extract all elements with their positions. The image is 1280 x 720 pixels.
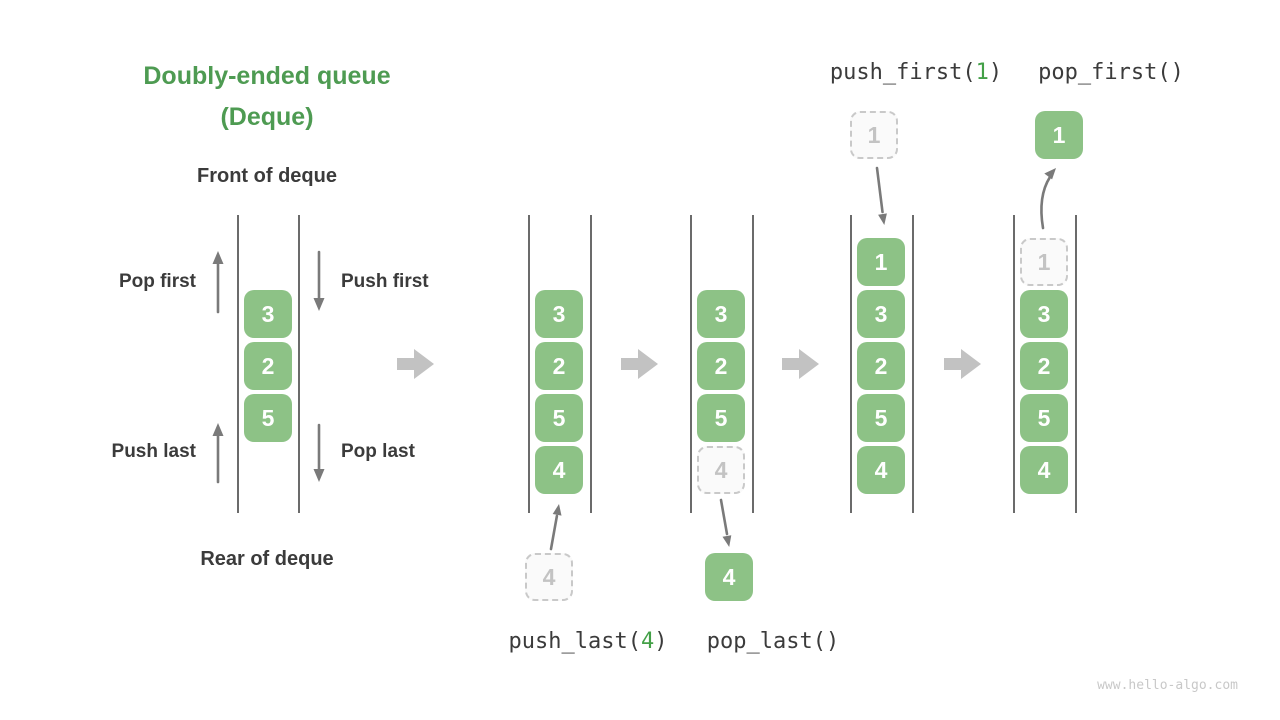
pop-first-code-label: pop_first() bbox=[1030, 60, 1192, 85]
queue-cell: 4 bbox=[857, 446, 905, 494]
queue-cell: 5 bbox=[244, 394, 292, 442]
queue-cell: 3 bbox=[697, 290, 745, 338]
queue-cell: 2 bbox=[697, 342, 745, 390]
step1-queue-right-wall bbox=[590, 215, 592, 513]
watermark: www.hello-algo.com bbox=[1097, 678, 1238, 693]
front-of-deque-label: Front of deque bbox=[197, 165, 337, 187]
queue-cell: 5 bbox=[535, 394, 583, 442]
pop-last-output-cell: 4 bbox=[705, 553, 753, 601]
push-first-code-label: push_first(1) bbox=[823, 60, 1009, 85]
example-queue-left-wall bbox=[237, 215, 239, 513]
queue-cell-ghost: 4 bbox=[697, 446, 745, 494]
queue-cell: 2 bbox=[1020, 342, 1068, 390]
pop-last-step-arrow-icon bbox=[719, 498, 732, 547]
example-queue-right-wall bbox=[298, 215, 300, 513]
step2-queue-right-wall bbox=[752, 215, 754, 513]
queue-cell: 4 bbox=[535, 446, 583, 494]
push-first-arrow-icon bbox=[313, 250, 325, 311]
pop-last-code-label: pop_last() bbox=[703, 629, 843, 654]
transition-arrow-icon bbox=[944, 349, 981, 379]
queue-cell: 3 bbox=[1020, 290, 1068, 338]
transition-arrow-icon bbox=[782, 349, 819, 379]
step3-queue-left-wall bbox=[850, 215, 852, 513]
push-last-step-arrow-icon bbox=[549, 504, 562, 551]
push-first-label: Push first bbox=[341, 271, 429, 292]
step2-queue-left-wall bbox=[690, 215, 692, 513]
push-last-label: Push last bbox=[111, 441, 196, 462]
push-first-input-cell: 1 bbox=[850, 111, 898, 159]
step4-queue-left-wall bbox=[1013, 215, 1015, 513]
code-arg: 1 bbox=[975, 60, 989, 85]
queue-cell: 5 bbox=[697, 394, 745, 442]
queue-cell-ghost: 1 bbox=[1020, 238, 1068, 286]
code-text: ) bbox=[654, 629, 668, 654]
pop-first-arrow-icon bbox=[212, 251, 224, 314]
queue-cell: 2 bbox=[535, 342, 583, 390]
code-text: pop_first() bbox=[1038, 60, 1184, 85]
push-last-arrow-icon bbox=[212, 423, 224, 484]
pop-last-label: Pop last bbox=[341, 441, 415, 462]
queue-cell: 1 bbox=[857, 238, 905, 286]
queue-cell: 3 bbox=[535, 290, 583, 338]
push-first-step-arrow-icon bbox=[875, 166, 887, 225]
push-last-code-label: push_last(4) bbox=[502, 629, 674, 654]
step1-queue-left-wall bbox=[528, 215, 530, 513]
pop-last-arrow-icon bbox=[313, 423, 325, 482]
queue-cell: 4 bbox=[1020, 446, 1068, 494]
push-last-input-cell: 4 bbox=[525, 553, 573, 601]
pop-first-step-arrow-icon bbox=[1040, 168, 1056, 230]
transition-arrow-icon bbox=[621, 349, 658, 379]
code-text: pop_last() bbox=[706, 629, 840, 654]
code-arg: 4 bbox=[640, 629, 655, 654]
pop-first-label: Pop first bbox=[118, 271, 196, 292]
code-text: ) bbox=[988, 60, 1003, 85]
queue-cell: 2 bbox=[244, 342, 292, 390]
title-line2: (Deque) bbox=[220, 103, 314, 131]
pop-first-output-cell: 1 bbox=[1035, 111, 1083, 159]
transition-arrow-icon bbox=[397, 349, 434, 379]
code-text: push_first( bbox=[829, 60, 976, 85]
diagram-title: Doubly-ended queue (Deque) bbox=[87, 56, 447, 138]
title-line1: Doubly-ended queue bbox=[143, 62, 391, 90]
step3-queue-right-wall bbox=[912, 215, 914, 513]
rear-of-deque-label: Rear of deque bbox=[200, 548, 334, 570]
step4-queue-right-wall bbox=[1075, 215, 1077, 513]
queue-cell: 5 bbox=[857, 394, 905, 442]
queue-cell: 5 bbox=[1020, 394, 1068, 442]
code-text: push_last( bbox=[508, 629, 641, 654]
queue-cell: 3 bbox=[244, 290, 292, 338]
queue-cell: 2 bbox=[857, 342, 905, 390]
queue-cell: 3 bbox=[857, 290, 905, 338]
